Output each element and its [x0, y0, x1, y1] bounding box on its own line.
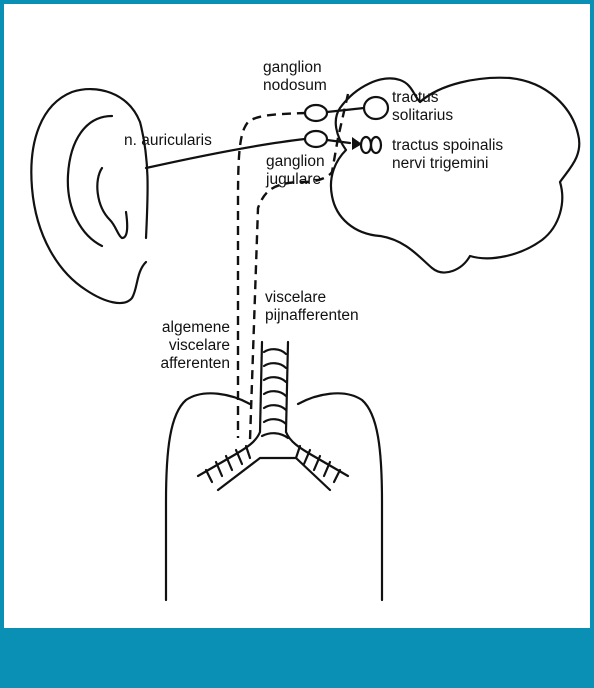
ganglion-jugulare-node — [305, 131, 327, 147]
label-tractus-spoinalis-1: tractus spoinalis — [392, 137, 503, 154]
lungs-outline — [166, 393, 382, 600]
tractus-solitarius-node — [364, 97, 388, 119]
label-ganglion-nodosum-1: ganglion — [263, 59, 322, 76]
label-ganglion-jugulare-2: jugulare — [265, 171, 321, 188]
ganglion-nodosum-node — [305, 105, 327, 121]
label-viscerale-pijn-2: pijnafferenten — [265, 307, 359, 324]
label-tractus-solitarius-1: tractus — [392, 89, 439, 106]
label-algemene-1: algemene — [162, 319, 230, 336]
ear-outline — [31, 89, 147, 303]
label-algemene-3: afferenten — [160, 355, 230, 372]
label-viscerale-pijn-1: viscelare — [265, 289, 326, 306]
label-tractus-spoinalis-2: nervi trigemini — [392, 155, 488, 172]
label-n-auricularis: n. auricularis — [124, 132, 212, 149]
footer-bar — [0, 628, 594, 688]
label-algemene-2: viscelare — [169, 337, 230, 354]
label-tractus-solitarius-2: solitarius — [392, 107, 453, 124]
brainstem-outline — [331, 78, 579, 273]
tractus-spoinalis-node — [361, 137, 381, 153]
label-ganglion-jugulare-1: ganglion — [266, 153, 325, 170]
vagus-afferents-diagram: ganglion nodosum tractus solitarius n. a… — [0, 0, 594, 628]
label-ganglion-nodosum-2: nodosum — [263, 77, 327, 94]
